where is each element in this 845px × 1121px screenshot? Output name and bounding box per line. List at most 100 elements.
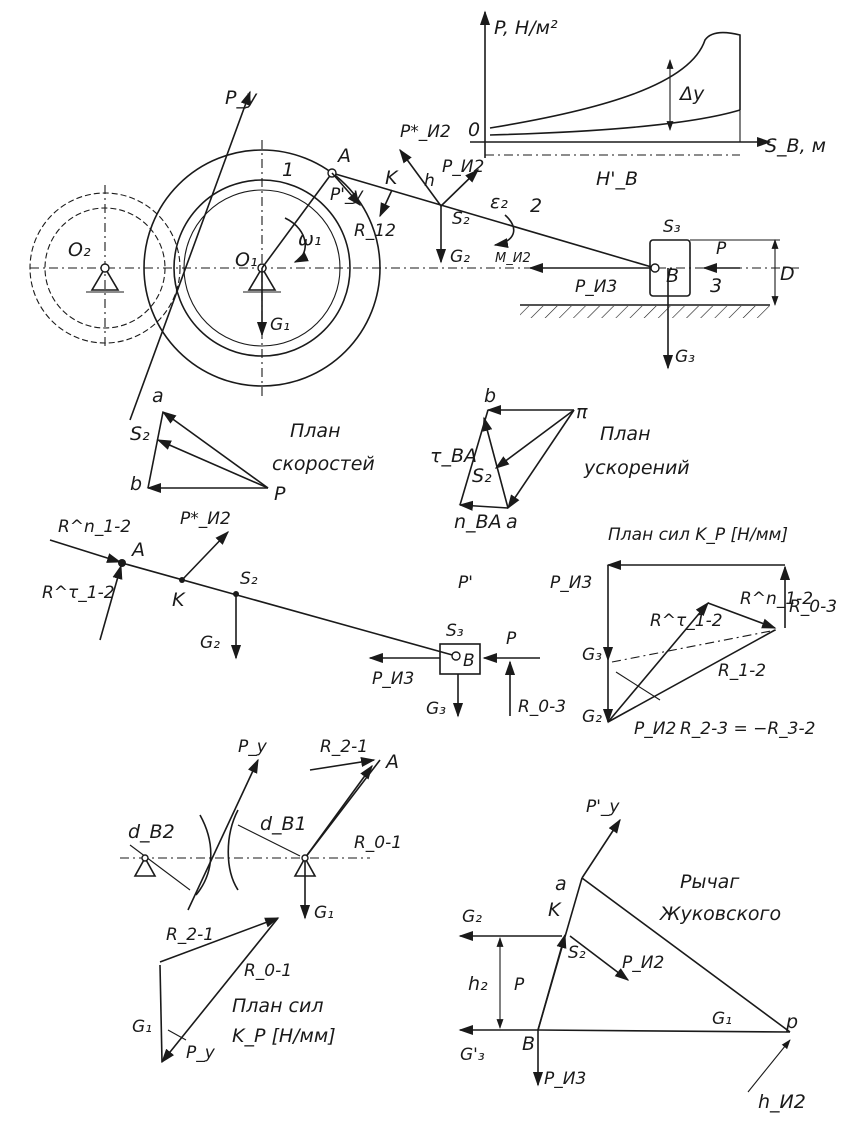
stroke-label: H'_B xyxy=(596,168,638,190)
zh-p-arrow xyxy=(537,933,567,1031)
force-plan-r12 xyxy=(607,629,776,723)
rod-fbd-rn-arrow xyxy=(49,539,122,563)
delta-y-label: Δy xyxy=(678,83,705,105)
crank-plan-r21 xyxy=(159,917,280,963)
rod-fbd-s3-label: S₃ xyxy=(446,621,464,641)
g3-label: G₃ xyxy=(675,347,695,367)
force-plan-pi2-label: P_И2 xyxy=(634,719,676,739)
crank-fbd-arc-b2 xyxy=(195,814,212,896)
force-pi2-star-arrow xyxy=(399,148,442,207)
accel-pi-a xyxy=(507,409,575,510)
pi3-label: P_И3 xyxy=(575,277,617,297)
crank-fbd-db1-line xyxy=(237,824,301,857)
velocity-p-label: P xyxy=(274,483,286,505)
zh-h2-label: h₂ xyxy=(468,973,488,995)
accel-plan-title-1: План xyxy=(600,423,651,445)
pressure-upper-curve xyxy=(489,31,741,129)
force-plan-pi2-tick xyxy=(615,671,661,701)
accel-plan-title-2: ускорений xyxy=(583,457,690,479)
zh-b-label: B xyxy=(522,1033,535,1055)
crank-fbd-a-label: A xyxy=(384,751,399,773)
r12-label: R_12 xyxy=(354,221,396,241)
zh-s2-label: S₂ xyxy=(568,943,586,963)
zh-h-i2-dimension xyxy=(747,1039,791,1093)
crank-plan-g1-label: G₁ xyxy=(132,1017,152,1037)
dimension-d-label: D xyxy=(780,263,795,285)
zh-pi2-arrow xyxy=(569,935,630,981)
crank-fbd-db1-label: d_B1 xyxy=(260,813,307,835)
accel-tau-ba xyxy=(482,416,509,509)
point-k-label: K xyxy=(385,167,399,189)
s3-label: S₃ xyxy=(663,217,681,237)
crank-plan-py-tick xyxy=(167,1029,187,1041)
crank-fbd-support-o1 xyxy=(293,856,317,877)
zh-p-label: P xyxy=(514,975,525,995)
force-plan-r23 xyxy=(611,629,777,663)
zh-pi2-label: P_И2 xyxy=(622,953,664,973)
accel-tau-label: τ_BA xyxy=(430,445,477,467)
py-prime-label: P'_y xyxy=(330,185,364,205)
pressure-origin-label: 0 xyxy=(468,119,480,141)
accel-s2-label: S₂ xyxy=(472,465,492,487)
acceleration-plan: b π τ_BA S₂ n_BA a План ускорений xyxy=(430,385,690,533)
zh-pi3-label: P_И3 xyxy=(544,1069,586,1089)
force-pi2-arrow xyxy=(440,168,480,207)
rod-fbd-joint-b xyxy=(451,651,461,661)
g2-label: G₂ xyxy=(450,247,470,267)
rod-fbd-r03-label: R_0-3 xyxy=(518,697,566,717)
pressure-y-label: P, Н/м² xyxy=(494,17,558,39)
rod-fbd-pi2-star-arrow xyxy=(181,530,229,581)
rod-fbd-pi3-label: P_И3 xyxy=(372,669,414,689)
crank-fbd-r01 xyxy=(304,764,373,859)
accel-pi-label: π xyxy=(576,401,588,423)
point-a-label: A xyxy=(336,145,351,167)
crank-link xyxy=(261,172,333,269)
connecting-rod xyxy=(331,172,656,269)
rod-fbd-rn-label: R^n_1-2 xyxy=(58,517,131,537)
velocity-ps2 xyxy=(156,439,269,489)
rod-fbd-link xyxy=(121,562,457,657)
point-b-label: B xyxy=(666,265,679,287)
force-plan-rt-label: R^τ_1-2 xyxy=(650,611,723,631)
omega1-label: ω₁ xyxy=(298,228,322,250)
crank-fbd: P_y R_2-1 A d_B2 d_B1 R_0-1 G₁ xyxy=(120,737,402,923)
crank-fbd-r01-label: R_0-1 xyxy=(354,833,402,853)
slider-guide-hatching xyxy=(520,306,770,318)
epsilon2-arc xyxy=(493,214,515,249)
velocity-pa xyxy=(161,411,269,489)
rod-fbd-rt-arrow xyxy=(99,564,123,641)
omega1-arc xyxy=(284,217,309,263)
rod-fbd-rt-label: R^τ_1-2 xyxy=(42,583,115,603)
pi2-label: P_И2 xyxy=(442,157,484,177)
slider-number-label: 3 xyxy=(710,275,722,297)
force-plan-rn xyxy=(707,602,777,629)
zh-k-label: K xyxy=(548,899,562,921)
crank-fbd-g1-label: G₁ xyxy=(314,903,334,923)
moment-mi2-label: M_И2 xyxy=(495,251,531,266)
crank-fbd-joint-o2 xyxy=(141,854,149,862)
zh-g1-label: G₁ xyxy=(712,1009,732,1029)
rod-number-label: 2 xyxy=(530,195,542,217)
zh-link-ap xyxy=(581,877,791,1033)
py-label: P_y xyxy=(225,87,258,109)
zh-title-1: Рычаг xyxy=(680,871,740,893)
force-plan-rn-label: R^n_1-2 xyxy=(740,589,813,609)
zh-p-pole-label: p xyxy=(785,1011,798,1033)
pressure-chart: P, Н/м² S_B, м 0 Δy H'_B xyxy=(468,10,826,190)
force-plan-r23-label: R_2-3 = −R_3-2 xyxy=(680,719,815,739)
rod-fbd-g2-label: G₂ xyxy=(200,633,220,653)
p-label: P xyxy=(716,239,727,259)
crank-plan-title-1: План сил xyxy=(232,995,323,1017)
crank-plan-py-label: P_y xyxy=(186,1043,216,1063)
crank-fbd-py xyxy=(187,758,259,911)
zh-title-2: Жуковского xyxy=(659,903,781,925)
zh-h-i2-label: h_И2 xyxy=(758,1091,806,1113)
velocity-a-label: a xyxy=(152,385,164,407)
crank-plan-r01-label: R_0-1 xyxy=(244,961,292,981)
rod-fbd-joint-a xyxy=(118,559,126,567)
rod-fbd-s2-label: S₂ xyxy=(240,569,258,589)
pi2-star-label: P*_И2 xyxy=(400,122,451,142)
crank-plan-title-2: K_P [Н/мм] xyxy=(232,1025,336,1047)
crank-force-plan: R_2-1 R_0-1 План сил K_P [Н/мм] G₁ P_y xyxy=(132,917,336,1064)
